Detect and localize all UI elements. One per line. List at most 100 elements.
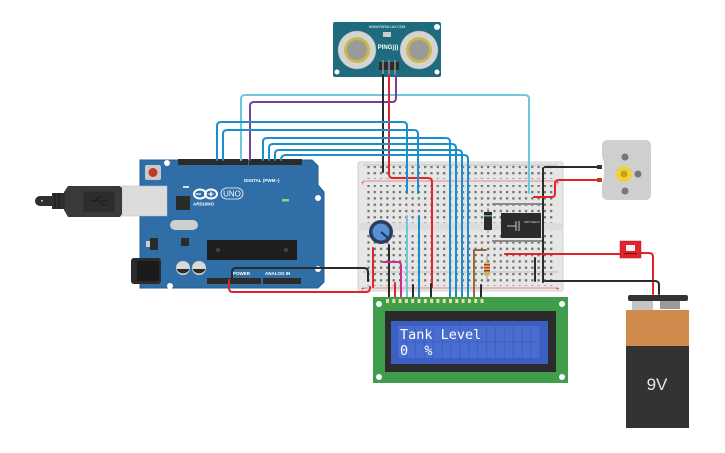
lcd-character-cell — [513, 342, 522, 358]
lcd-pin[interactable] — [404, 299, 408, 303]
lcd-pin[interactable] — [436, 299, 440, 303]
lcd-16x2[interactable]: Tank Level 0 % — [373, 297, 568, 383]
jumper-bar — [492, 240, 542, 242]
lcd-pin[interactable] — [411, 299, 415, 303]
lcd-character-cell — [469, 342, 478, 358]
atmega-chip — [207, 240, 297, 260]
gear-icon — [615, 165, 633, 183]
analog-header[interactable] — [263, 278, 301, 284]
usb-port[interactable] — [121, 185, 168, 217]
lcd-pin[interactable] — [423, 299, 427, 303]
wire-blue-lcd-1[interactable] — [216, 121, 408, 194]
model-label: UNO — [223, 190, 241, 199]
lcd-character-cell — [406, 326, 415, 342]
relay-symbol-icon — [507, 221, 520, 231]
arduino-logo-icon — [193, 188, 218, 200]
arduino-uno[interactable]: DIGITAL (PWM~) POWER ANALOG IN UNO ARDUI… — [121, 159, 325, 289]
wire-blue-lcd-3[interactable] — [262, 137, 451, 301]
lcd-pin[interactable] — [474, 299, 478, 303]
wire-purple-sensor-echo[interactable] — [249, 74, 397, 161]
top-power-rail-holes — [364, 166, 556, 179]
on-led — [282, 199, 289, 202]
lcd-character-cell — [442, 342, 451, 358]
lcd-character-cell — [398, 342, 406, 358]
lcd-pin[interactable] — [386, 299, 389, 303]
battery-9v[interactable]: 9V — [626, 295, 689, 428]
wire-blue-lcd-2[interactable] — [222, 129, 419, 194]
resistor[interactable] — [484, 256, 490, 282]
lcd-pin[interactable] — [417, 299, 421, 303]
wire-red-motor[interactable] — [533, 179, 601, 198]
lcd-character-cell — [504, 326, 513, 342]
wire-black-battery-minus[interactable] — [544, 280, 660, 295]
lcd-character-cell — [469, 326, 478, 342]
wire-black-arduino-gnd[interactable] — [231, 267, 369, 282]
center-divider — [358, 223, 563, 230]
lcd-character-cell — [433, 326, 442, 342]
wire-cyan-sensor-signal[interactable] — [240, 94, 530, 194]
digital-header-2[interactable] — [249, 159, 302, 165]
rail-plus-label: + — [556, 287, 560, 293]
wire-brown-backlight[interactable] — [473, 249, 487, 301]
wire-blue-lcd-4[interactable] — [268, 143, 457, 301]
lcd-pin[interactable] — [480, 299, 484, 303]
bottom-power-rail-holes — [364, 273, 556, 286]
uno-badge — [220, 187, 244, 200]
crystal — [170, 220, 198, 230]
regulator — [150, 238, 158, 250]
digital-header-1[interactable] — [178, 159, 248, 165]
lcd-pin[interactable] — [392, 299, 396, 303]
motor-terminal[interactable] — [597, 178, 602, 182]
lcd-pin[interactable] — [398, 299, 402, 303]
wire-blue-lcd-5[interactable] — [274, 149, 463, 301]
lcd-character-cell — [478, 342, 486, 358]
battery-negative-terminal[interactable] — [660, 301, 680, 309]
slide-switch[interactable] — [619, 240, 642, 259]
lcd-pin[interactable] — [449, 299, 452, 303]
lcd-character-cell — [451, 326, 460, 342]
lcd-character-cell — [415, 326, 424, 342]
lcd-character-cell — [504, 342, 513, 358]
switch-slider[interactable] — [626, 245, 635, 251]
lcd-character-cell — [522, 342, 531, 358]
mounting-hole — [315, 195, 321, 201]
wire-pink-contrast[interactable] — [382, 261, 402, 301]
dc-motor[interactable] — [597, 140, 651, 200]
digital-label: DIGITAL (PWM~) — [244, 178, 280, 183]
lcd-character-cell — [522, 326, 531, 342]
wire-red-arduino-5v[interactable] — [228, 279, 371, 293]
lcd-pin[interactable] — [442, 299, 446, 303]
lcd-line-1: Tank Level — [400, 327, 481, 343]
lcd-character-cell — [495, 326, 504, 342]
sensor-label: PING))) — [378, 45, 399, 51]
lcd-character-cell — [442, 326, 451, 342]
mounting-hole — [167, 283, 173, 289]
motor-terminal[interactable] — [597, 165, 602, 169]
lcd-character-cells — [398, 326, 540, 358]
battery-positive-terminal[interactable] — [632, 301, 653, 311]
lcd-pin[interactable] — [455, 299, 459, 303]
led-l — [183, 186, 189, 188]
lcd-pin[interactable] — [467, 299, 471, 303]
diode[interactable] — [484, 208, 492, 233]
breadboard[interactable]: + + + + — [357, 161, 564, 293]
battery-label: 9V — [647, 375, 668, 394]
jumper-bar — [492, 203, 542, 205]
wire-blue-lcd-6[interactable] — [280, 154, 469, 301]
potentiometer-knob-indicator — [380, 231, 389, 239]
lcd-pin-header[interactable] — [386, 299, 484, 303]
potentiometer[interactable] — [369, 220, 393, 244]
lcd-character-cell — [487, 342, 495, 358]
ultrasonic-sensor[interactable]: WWW.PARALLAX.COM PING))) — [333, 22, 441, 77]
sensor-brand: WWW.PARALLAX.COM — [369, 25, 406, 29]
wire-red-sensor-5v[interactable] — [388, 74, 433, 288]
wire-red-battery-plus[interactable] — [639, 252, 654, 295]
power-header[interactable] — [207, 278, 261, 284]
lcd-pin[interactable] — [430, 299, 434, 303]
relay-label: SPDT RELAY — [524, 220, 540, 224]
usb-cable[interactable] — [35, 186, 122, 217]
lcd-pin[interactable] — [461, 299, 465, 303]
relay[interactable]: SPDT RELAY — [501, 213, 541, 238]
lcd-character-cell — [495, 342, 504, 358]
